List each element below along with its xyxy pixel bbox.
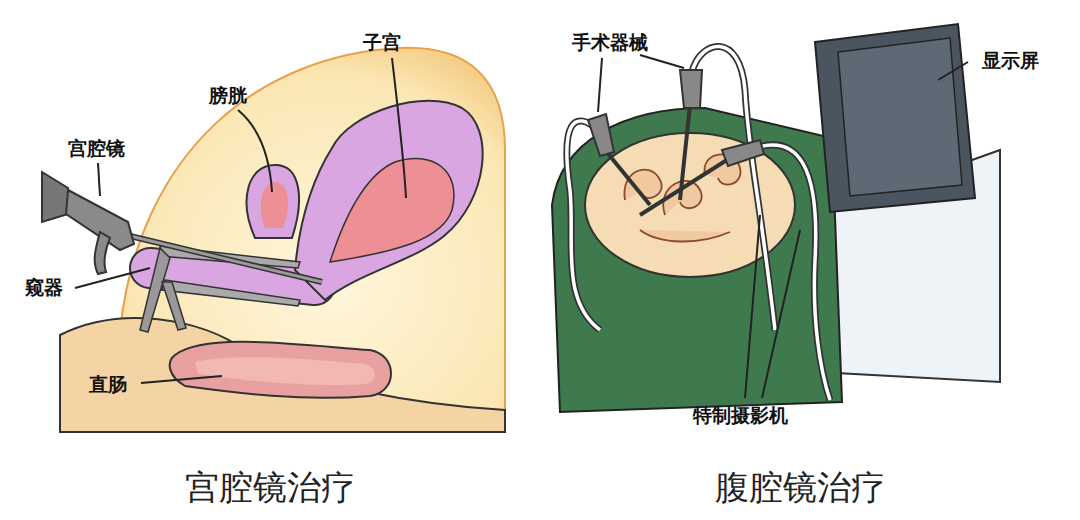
instrument-shaft: [605, 105, 730, 215]
cable: [567, 121, 600, 330]
part-label: 膀胱: [209, 84, 247, 107]
leader-line: [598, 58, 602, 112]
cable: [692, 46, 775, 330]
hysteroscope-eyepiece: [42, 172, 68, 222]
part-label: 窥器: [25, 276, 63, 299]
caption-text: 宫腔镜治疗: [185, 467, 355, 508]
rectum-inner: [195, 357, 375, 385]
leader-line: [938, 62, 968, 80]
cable: [567, 121, 600, 330]
body-section: [120, 48, 505, 430]
cable: [750, 145, 830, 400]
light-post: [95, 232, 110, 274]
part-label: 特制摄影机: [693, 404, 788, 427]
leader-line: [392, 58, 406, 198]
trocar: [722, 140, 764, 166]
drape: [552, 108, 842, 412]
speculum-handle: [162, 282, 186, 330]
part-label: 宫腔镜: [68, 137, 125, 160]
leg: [60, 318, 505, 432]
uterus-cavity: [330, 159, 454, 262]
leader-lines: [75, 58, 406, 383]
caption-text: 腹腔镜治疗: [715, 467, 885, 508]
cables: [567, 46, 830, 400]
cable: [750, 145, 830, 400]
leader-line: [141, 376, 222, 383]
scope-rod: [130, 236, 322, 282]
part-label: 子宫: [363, 31, 401, 54]
trocar: [680, 70, 702, 108]
leader-line: [238, 110, 272, 192]
bladder-inner: [261, 182, 288, 228]
part-label: 手术器械: [572, 31, 648, 54]
scope-rod: [130, 236, 322, 282]
cable: [692, 46, 775, 330]
leader-lines: [598, 55, 968, 398]
part-label: 直肠: [89, 373, 127, 396]
part-label: 显示屏: [982, 49, 1039, 72]
trocar: [588, 114, 614, 156]
intestine: [640, 230, 730, 242]
monitor-screen: [838, 38, 962, 196]
uterus: [295, 101, 483, 300]
monitor: [815, 24, 975, 212]
leader-line: [745, 215, 760, 398]
leader-line: [98, 163, 100, 196]
speculum-blade: [162, 280, 300, 306]
leader-line: [640, 55, 684, 68]
leader-line: [762, 230, 800, 398]
bladder: [247, 165, 299, 238]
rectum: [170, 342, 391, 398]
leader-line: [75, 268, 150, 288]
